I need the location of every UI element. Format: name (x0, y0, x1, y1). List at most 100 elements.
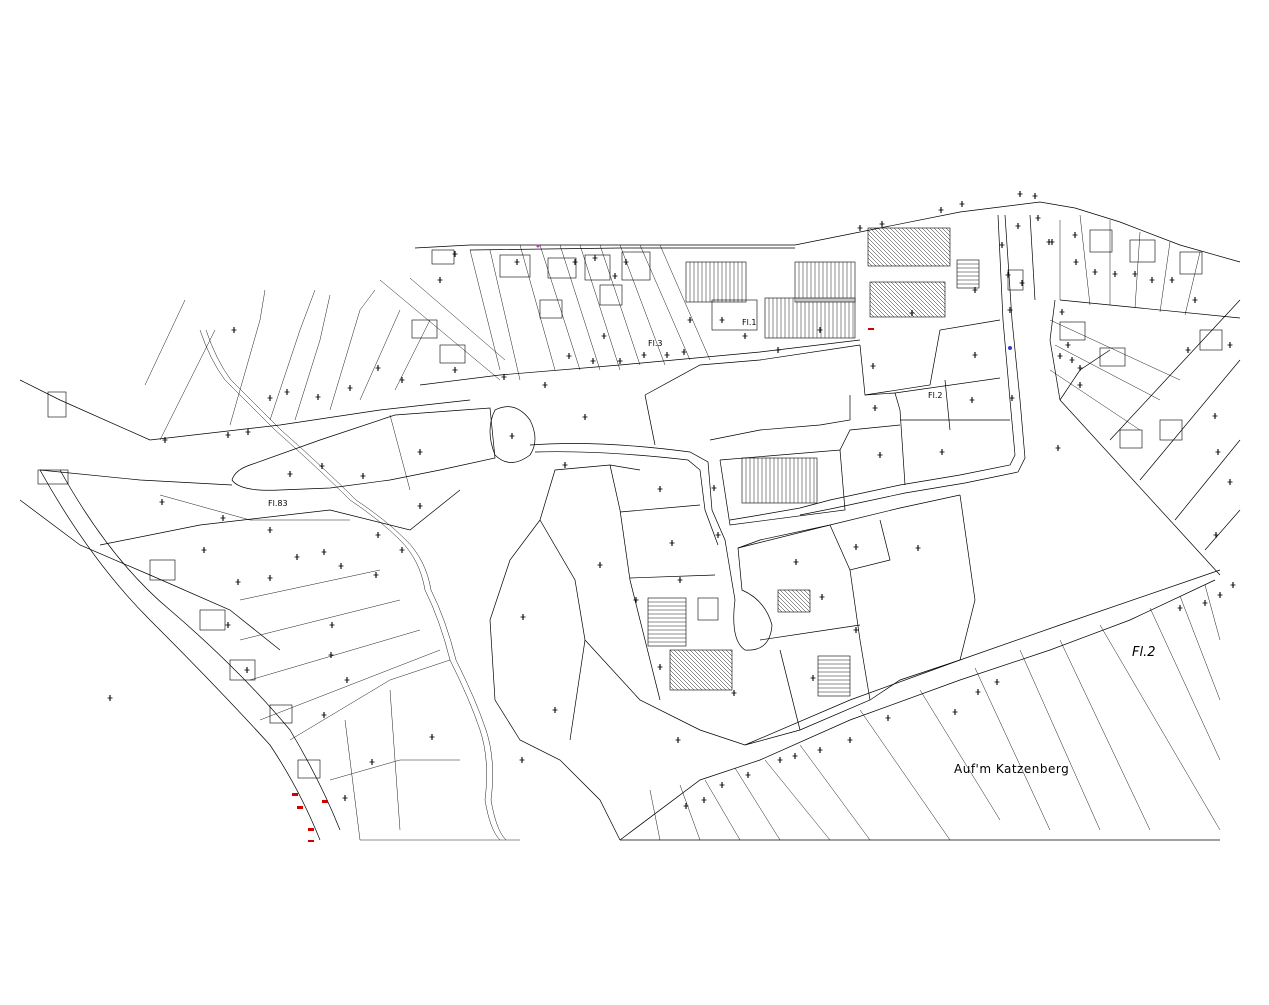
parcel-number-glyph (1032, 193, 1038, 199)
parcel-number-glyph (952, 709, 958, 715)
parcel-number-glyph (975, 689, 981, 695)
parcel-number-glyph (617, 358, 623, 364)
parcel-number-glyph (542, 382, 548, 388)
parcel-number-glyph (417, 503, 423, 509)
parcel-number-glyph (657, 486, 663, 492)
parcel-number-glyph (1007, 307, 1013, 313)
parcel-number-glyph (601, 333, 607, 339)
parcel-number-glyph (959, 201, 965, 207)
flur-2-label: Fl.2 (928, 391, 942, 400)
highlight-marker (322, 800, 328, 803)
parcel-number-glyph (342, 795, 348, 801)
parcel-number-glyph (321, 549, 327, 555)
parcel-number-glyph (159, 499, 165, 505)
parcel-number-glyph (847, 737, 853, 743)
parcel-number-glyph (437, 277, 443, 283)
parcel-number-glyph (582, 414, 588, 420)
parcel-number-glyph (1213, 532, 1219, 538)
parcel-number-glyph (201, 547, 207, 553)
parcel-number-glyph (597, 562, 603, 568)
parcel-number-glyph (344, 677, 350, 683)
parcel-number-glyph (701, 797, 707, 803)
parcel-number-glyph (319, 463, 325, 469)
parcel-number-glyph (810, 675, 816, 681)
parcel-number-glyph (877, 452, 883, 458)
parcel-number-glyph (452, 367, 458, 373)
parcel-number-glyph (633, 597, 639, 603)
parcel-number-glyph (373, 572, 379, 578)
parcel-number-glyph (1059, 309, 1065, 315)
parcel-number-glyph (641, 352, 647, 358)
parcel-number-glyph (562, 462, 568, 468)
parcel-number-glyph (1055, 445, 1061, 451)
parcel-number-glyph (360, 473, 366, 479)
parcel-number-glyph (1065, 342, 1071, 348)
parcel-number-glyph (1192, 297, 1198, 303)
parcel-number-glyph (294, 554, 300, 560)
parcel-number-glyph (719, 782, 725, 788)
parcel-number-glyph (231, 327, 237, 333)
parcel-number-glyph (1019, 280, 1025, 286)
parcel-number-glyph (592, 255, 598, 261)
parcel-number-glyph (1057, 353, 1063, 359)
building-hatching (648, 227, 979, 693)
parcel-number-glyph (520, 614, 526, 620)
parcel-number-glyph (969, 397, 975, 403)
buildings (37, 227, 1223, 779)
parcel-number-glyph (657, 664, 663, 670)
parcel-number-glyph (612, 273, 618, 279)
parcel-number-glyph (1073, 259, 1079, 265)
parcel-number-glyph (669, 540, 675, 546)
parcel-number-glyph (267, 395, 273, 401)
highlight-marker (308, 840, 314, 842)
parcel-number-glyph (1092, 269, 1098, 275)
parcel-number-glyph (417, 449, 423, 455)
parcel-number-glyph (429, 734, 435, 740)
parcel-number-glyph (315, 394, 321, 400)
parcel-number-glyph (1035, 215, 1041, 221)
parcel-number-glyph (1215, 449, 1221, 455)
parcel-number-glyph (1049, 239, 1055, 245)
parcel-number-glyph (375, 532, 381, 538)
parcel-number-glyph (1169, 277, 1175, 283)
parcel-number-glyph (514, 259, 520, 265)
parcel-number-glyph (1069, 357, 1075, 363)
parcel-number-glyph (731, 690, 737, 696)
parcel-number-glyph (338, 563, 344, 569)
parcel-number-glyph (777, 757, 783, 763)
parcel-number-glyph (664, 352, 670, 358)
parcel-number-glyph (501, 374, 507, 380)
parcel-number-glyph (284, 389, 290, 395)
parcel-number-glyph (1212, 413, 1218, 419)
flur-1-label: Fl.1 (742, 318, 756, 327)
parcel-number-glyph (853, 627, 859, 633)
parcel-number-glyph (1077, 382, 1083, 388)
parcel-number-glyph (711, 485, 717, 491)
highlight-marker (868, 328, 874, 330)
parcel-number-glyph (1015, 223, 1021, 229)
parcel-number-glyph (999, 242, 1005, 248)
parcel-number-glyph (235, 579, 241, 585)
parcel-number-glyph (519, 757, 525, 763)
parcel-number-glyph (677, 577, 683, 583)
parcel-number-glyph (107, 695, 113, 701)
parcel-number-glyph (1230, 582, 1236, 588)
parcel-number-glyph (1202, 600, 1208, 606)
parcel-number-glyph (857, 225, 863, 231)
parcel-number-glyph (399, 377, 405, 383)
parcel-number-glyph (399, 547, 405, 553)
parcel-number-glyph (870, 363, 876, 369)
survey-point-magenta (536, 244, 540, 248)
parcel-number-glyph (1017, 191, 1023, 197)
parcel-number-glyph (792, 753, 798, 759)
parcel-number-glyph (347, 385, 353, 391)
parcel-number-glyph (994, 679, 1000, 685)
parcel-number-glyph (683, 803, 689, 809)
parcel-number-glyph (623, 259, 629, 265)
parcel-number-glyph (1005, 272, 1011, 278)
parcel-number-glyph (972, 287, 978, 293)
survey-point-blue (1008, 346, 1012, 350)
parcel-number-glyph (719, 317, 725, 323)
parcel-boundaries (19, 201, 1241, 841)
